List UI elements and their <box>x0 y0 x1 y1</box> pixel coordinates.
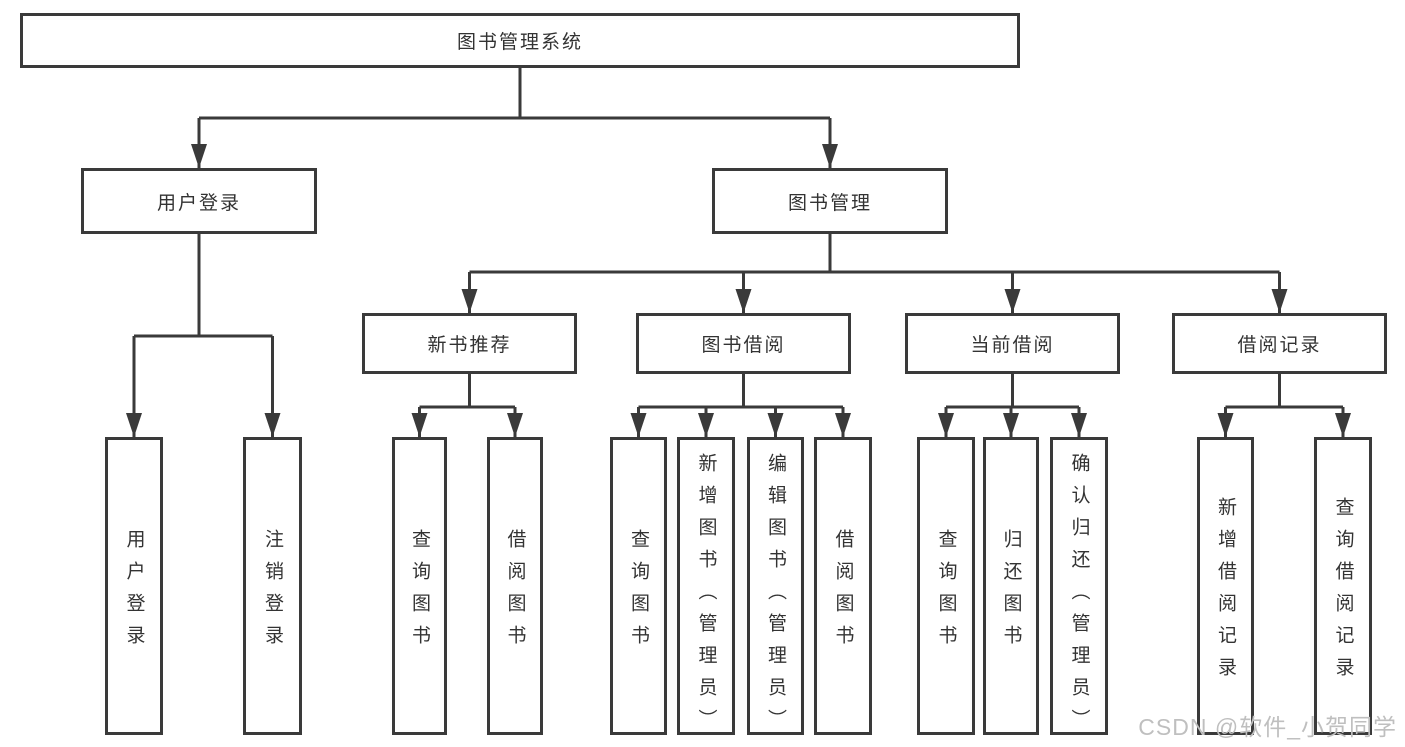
leaf-label: 查询借阅记录 <box>1332 496 1354 689</box>
leaf-label: 注销登录 <box>262 528 283 657</box>
leaf-label: 新增借阅记录 <box>1215 496 1236 689</box>
leaf-query-books-recommend: 查询图书 <box>392 437 447 735</box>
connector-new-book-children <box>411 374 523 437</box>
leaf-label: 查询图书 <box>935 528 957 657</box>
connector-root-to-level2 <box>191 68 838 168</box>
node-user-login: 用户登录 <box>81 168 317 234</box>
leaf-borrow-books: 借阅图书 <box>814 437 872 735</box>
connector-book-borrow-children <box>630 374 851 437</box>
leaf-borrow-books-recommend: 借阅图书 <box>487 437 543 735</box>
node-book-management: 图书管理 <box>712 168 948 234</box>
connector-book-management-children <box>461 234 1288 313</box>
leaf-query-books-current: 查询图书 <box>917 437 975 735</box>
connector-user-login-children <box>126 234 281 437</box>
leaf-label: 借阅图书 <box>832 528 854 657</box>
leaf-label: 借阅图书 <box>504 528 526 657</box>
connector-current-borrow-children <box>938 374 1087 437</box>
node-new-book-recommend: 新书推荐 <box>362 313 577 374</box>
leaf-label: 用户登录 <box>123 528 145 657</box>
node-library-system: 图书管理系统 <box>20 13 1020 68</box>
leaf-logout: 注销登录 <box>243 437 302 735</box>
leaf-label: 归还图书 <box>1000 528 1022 657</box>
leaf-return-books: 归还图书 <box>983 437 1039 735</box>
leaf-query-books-borrow: 查询图书 <box>610 437 667 735</box>
leaf-edit-books-admin: 编辑图书（管理员） <box>747 437 804 741</box>
node-borrow-records: 借阅记录 <box>1172 313 1387 374</box>
connector-borrow-record-children <box>1217 374 1351 437</box>
node-book-borrow: 图书借阅 <box>636 313 851 374</box>
leaf-user-login: 用户登录 <box>105 437 163 735</box>
leaf-label: 查询图书 <box>409 528 430 657</box>
leaf-confirm-return-admin: 确认归还（管理员） <box>1050 437 1108 741</box>
leaf-query-borrow-record: 查询借阅记录 <box>1314 437 1372 735</box>
node-current-borrow: 当前借阅 <box>905 313 1120 374</box>
leaf-label: 新增图书（管理员） <box>695 453 717 741</box>
leaf-add-borrow-record: 新增借阅记录 <box>1197 437 1254 735</box>
leaf-add-books-admin: 新增图书（管理员） <box>677 437 735 741</box>
leaf-label: 查询图书 <box>628 528 649 657</box>
leaf-label: 确认归还（管理员） <box>1068 453 1090 741</box>
leaf-label: 编辑图书（管理员） <box>765 453 786 741</box>
csdn-watermark: CSDN @软件_小贺同学 <box>1138 714 1397 740</box>
